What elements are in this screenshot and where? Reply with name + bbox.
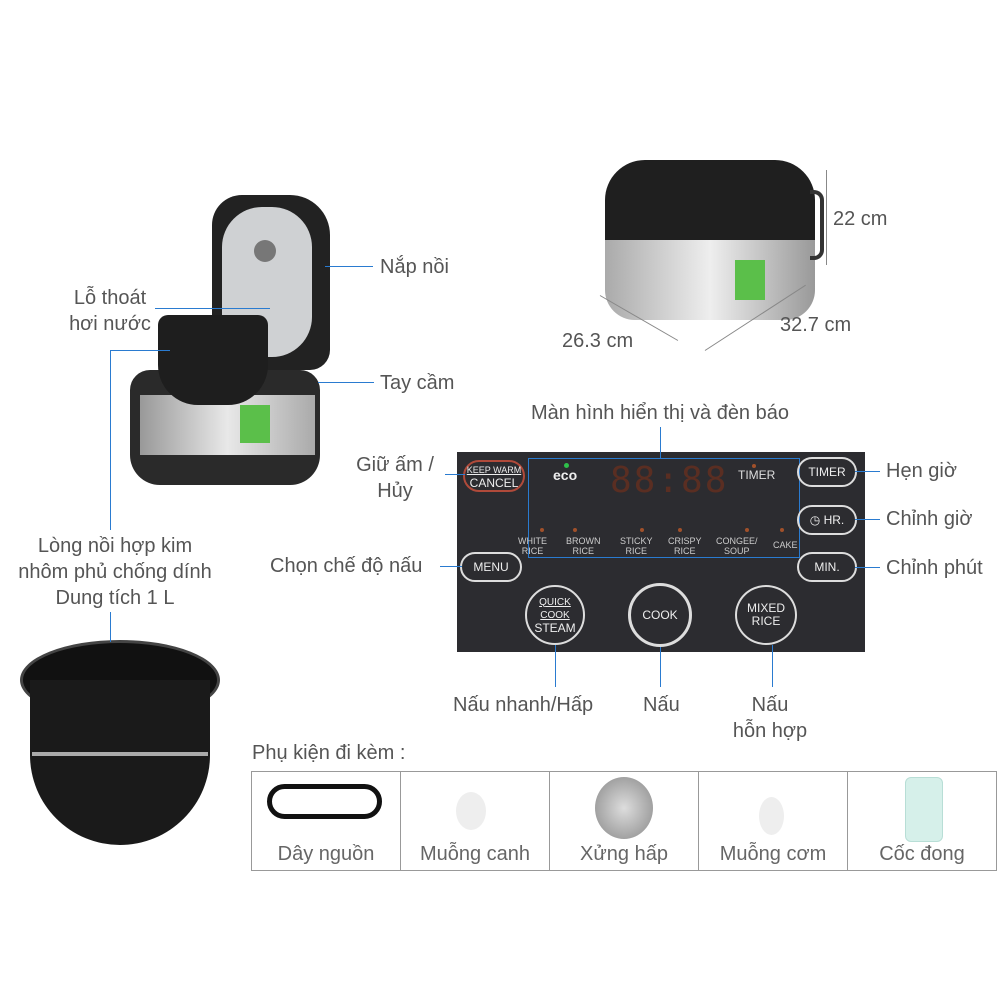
measuring-cup-image [905,777,943,842]
open-rice-cooker-image [130,195,330,485]
width-dimension: 32.7 cm [780,314,852,336]
display-area [528,458,800,558]
mode-cake: CAKE [773,540,798,550]
minute-button[interactable]: MIN. [797,552,857,582]
accessories-table: Dây nguồn Muỗng canh Xửng hấp Muỗng cơm … [251,771,997,871]
inner-pot-image [20,640,220,850]
label-lid: Nắp nồi [380,256,449,278]
accessory-soup-ladle: Muỗng canh [401,772,550,870]
label-hour: Chỉnh giờ [886,508,973,530]
ladle-image [456,792,486,830]
closed-rice-cooker-image [605,160,825,330]
menu-button[interactable]: MENU [460,552,522,582]
accessories-title: Phụ kiện đi kèm : [252,742,406,764]
eco-led [564,463,569,468]
steamer-image [595,777,653,839]
label-handle: Tay cầm [380,372,455,394]
timer-indicator: TIMER [738,468,776,482]
power-cord-image [267,784,382,819]
label-menu: Chọn chế độ nấu [270,555,423,577]
accessory-power-cord: Dây nguồn [252,772,401,870]
accessory-steamer: Xửng hấp [550,772,699,870]
label-cook: Nấu [643,694,680,716]
label-minute: Chỉnh phút [886,557,983,579]
hour-button[interactable]: ◷ HR. [797,505,857,535]
clock-icon: ◷ [809,513,824,527]
accessory-rice-paddle: Muỗng cơm [699,772,848,870]
accessory-measuring-cup: Cốc đong [848,772,996,870]
label-display: Màn hình hiển thị và đèn báo [531,402,789,424]
label-keep-warm: Giữ ấm /Hủy [356,454,434,502]
keep-warm-cancel-button[interactable]: KEEP WARM CANCEL [463,460,525,492]
eco-indicator: eco [553,467,578,483]
mode-congee-soup: CONGEE/SOUP [716,536,758,556]
timer-button[interactable]: TIMER [797,457,857,487]
label-timer: Hẹn giờ [886,460,957,482]
height-dimension: 22 cm [833,208,888,230]
digit-display: 88:88 [610,460,729,501]
depth-dimension: 26.3 cm [562,330,634,352]
cook-button[interactable]: COOK [628,583,692,647]
label-quick-cook: Nấu nhanh/Hấp [453,694,594,716]
rice-paddle-image [759,797,784,835]
